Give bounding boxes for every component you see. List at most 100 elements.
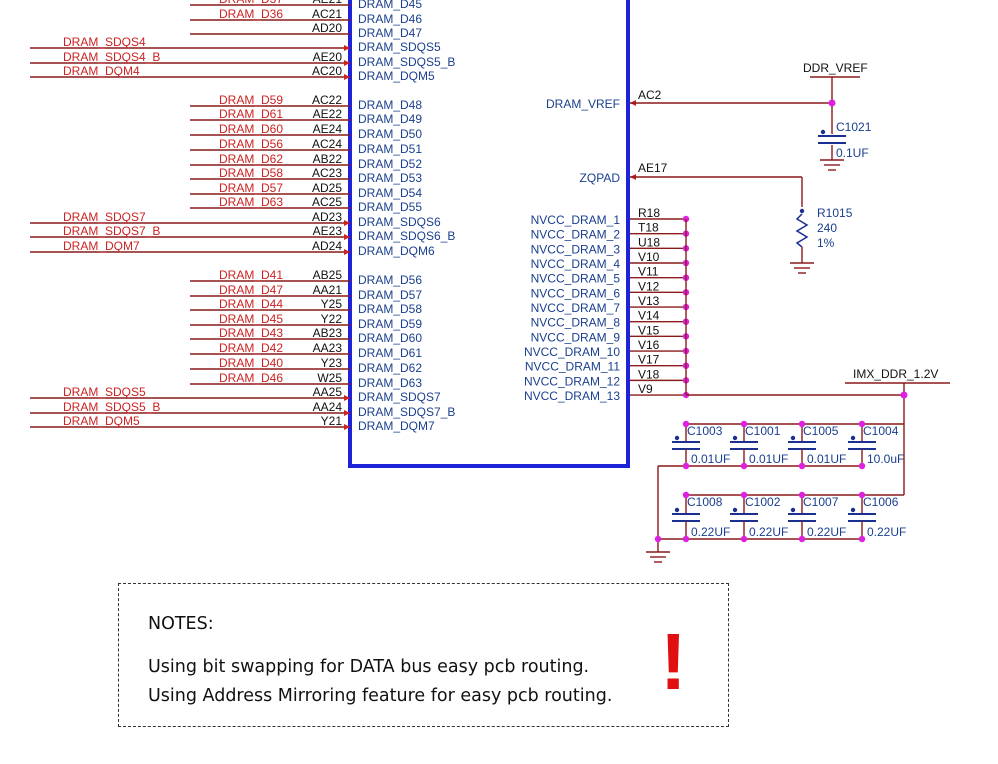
nvcc-pin-name: NVCC_DRAM_6 xyxy=(531,286,621,300)
nvcc-pin-name: NVCC_DRAM_9 xyxy=(531,330,621,344)
signal-name: DRAM_D50 xyxy=(358,127,422,141)
pin-arrow-icon xyxy=(344,234,350,240)
net-label: DRAM_D36 xyxy=(219,7,283,21)
signal-name: DRAM_D63 xyxy=(358,376,422,390)
cap-ref: C1002 xyxy=(745,495,781,509)
pin-arrow-icon xyxy=(344,45,350,51)
ball-label: AE23 xyxy=(313,224,343,238)
net-label: DRAM_SDQS7 xyxy=(63,210,146,224)
net-label: DRAM_DQM7 xyxy=(63,239,140,253)
r1015-ref: R1015 xyxy=(817,206,853,220)
rail-junction xyxy=(900,391,908,399)
ball-label: Y22 xyxy=(321,312,343,326)
ground-symbol-caps xyxy=(646,551,670,563)
signal-name: DRAM_SDQS7 xyxy=(358,390,441,404)
cap-ref: C1004 xyxy=(863,424,899,438)
cap-ref: C1005 xyxy=(803,424,839,438)
nvcc-ball-label: V13 xyxy=(638,294,660,308)
ball-label: AB22 xyxy=(313,152,343,166)
nvcc-ball-label: U18 xyxy=(638,235,660,249)
net-label: DRAM_SDQS5_B xyxy=(63,400,160,414)
signal-name: DRAM_D59 xyxy=(358,317,422,331)
net-label: DRAM_D58 xyxy=(219,166,283,180)
vref-pin-name: DRAM_VREF xyxy=(546,97,620,111)
vref-junction xyxy=(828,99,836,107)
decoupling-capacitor-group: C10030.01UFC10010.01UFC10050.01UFC100410… xyxy=(672,420,906,543)
net-label: DRAM_D42 xyxy=(219,341,283,355)
ball-label: AD20 xyxy=(312,21,342,35)
pin-arrow-icon xyxy=(344,395,350,401)
net-label: DRAM_D43 xyxy=(219,326,283,340)
signal-name: DRAM_SDQS5 xyxy=(358,40,441,54)
net-label: DRAM_SDQS4 xyxy=(63,35,146,49)
ball-label: AA24 xyxy=(313,400,343,414)
cap-ref: C1003 xyxy=(687,424,723,438)
signal-name: DRAM_D49 xyxy=(358,112,422,126)
r1015-value: 240 xyxy=(817,221,837,235)
signal-name: DRAM_D61 xyxy=(358,346,422,360)
signal-name: DRAM_D53 xyxy=(358,171,422,185)
nvcc-ball-label: V15 xyxy=(638,323,660,337)
cap-ref: C1006 xyxy=(863,495,899,509)
left-pin-group: DRAM_D37AE21DRAM_D45DRAM_D36AC21DRAM_D46… xyxy=(30,0,455,433)
pin-arrow-icon xyxy=(344,424,350,430)
signal-name: DRAM_SDQS6_B xyxy=(358,229,455,243)
ball-label: AE20 xyxy=(313,50,343,64)
net-label: DRAM_D37 xyxy=(219,0,283,6)
ball-label: Y21 xyxy=(321,414,343,428)
signal-name: DRAM_D55 xyxy=(358,200,422,214)
nvcc-ball-label: V9 xyxy=(638,382,653,396)
nvcc-pin-name: NVCC_DRAM_1 xyxy=(531,213,621,227)
signal-name: DRAM_D48 xyxy=(358,98,422,112)
ball-label: W25 xyxy=(317,371,342,385)
net-label: DRAM_D41 xyxy=(219,268,283,282)
ball-label: AC20 xyxy=(312,64,342,78)
signal-name: DRAM_D56 xyxy=(358,273,422,287)
nvcc-pin-name: NVCC_DRAM_2 xyxy=(531,228,621,242)
notes-line-1: Using bit swapping for DATA bus easy pcb… xyxy=(148,657,590,677)
ball-label: AA21 xyxy=(313,283,343,297)
ball-label: AE24 xyxy=(313,122,343,136)
nvcc-pin-name: NVCC_DRAM_11 xyxy=(525,360,620,374)
signal-name: DRAM_SDQS7_B xyxy=(358,405,455,419)
resistor-r1015 xyxy=(795,213,809,248)
notes-line-2: Using Address Mirroring feature for easy… xyxy=(148,686,613,706)
cap-value: 0.01UF xyxy=(749,452,788,466)
net-label: DRAM_D56 xyxy=(219,137,283,151)
nvcc-pin-name: NVCC_DRAM_4 xyxy=(531,257,621,271)
ball-label: Y25 xyxy=(321,297,343,311)
nvcc-ball-label: R18 xyxy=(638,206,660,220)
nvcc-pin-name: NVCC_DRAM_7 xyxy=(531,301,621,315)
ball-label: AC23 xyxy=(312,166,342,180)
cap-ref: C1001 xyxy=(745,424,781,438)
ball-label: AD24 xyxy=(312,239,342,253)
pin-arrow-icon xyxy=(344,74,350,80)
c1021-value: 0.1UF xyxy=(836,146,869,160)
signal-name: DRAM_D62 xyxy=(358,361,422,375)
net-label: DRAM_SDQS5 xyxy=(63,385,146,399)
net-label: DRAM_D60 xyxy=(219,122,283,136)
ball-label: AC25 xyxy=(312,195,342,209)
pin-arrow-icon xyxy=(344,220,350,226)
notes-title: NOTES: xyxy=(148,614,214,634)
nvcc-pin-name: NVCC_DRAM_12 xyxy=(524,374,620,388)
net-label: DRAM_D40 xyxy=(219,356,283,370)
net-label: DRAM_DQM5 xyxy=(63,414,140,428)
signal-name: DRAM_D54 xyxy=(358,186,422,200)
nvcc-ball-label: V11 xyxy=(638,265,659,279)
signal-name: DRAM_D60 xyxy=(358,331,422,345)
net-label: DRAM_D44 xyxy=(219,297,283,311)
pin-arrow-icon xyxy=(344,60,350,66)
net-label: DRAM_D59 xyxy=(219,93,283,107)
r1015-tolerance: 1% xyxy=(817,236,835,250)
net-label: DRAM_SDQS4_B xyxy=(63,50,160,64)
cap-value: 0.01UF xyxy=(691,452,730,466)
nvcc-pin-name: NVCC_DRAM_10 xyxy=(524,345,620,359)
ground-symbol-vref xyxy=(820,159,844,171)
ball-label: AA25 xyxy=(313,385,343,399)
nvcc-ball-label: V12 xyxy=(638,279,660,293)
